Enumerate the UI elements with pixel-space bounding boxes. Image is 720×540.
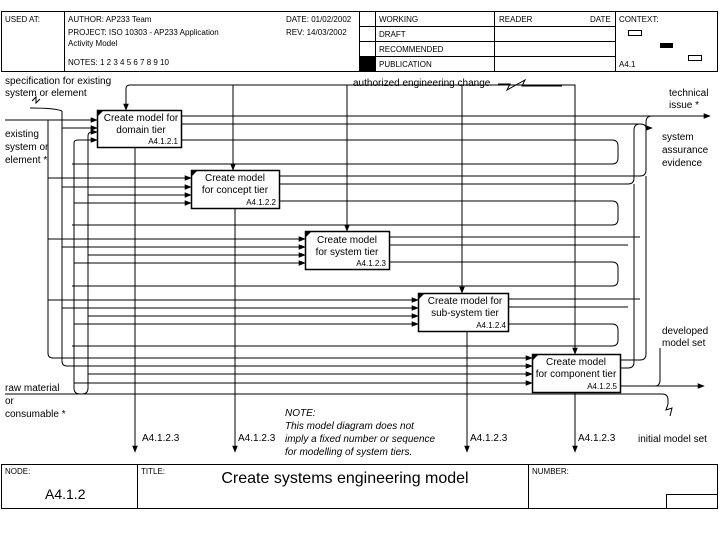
activity-domain-number: A4.1.2.1 [148, 137, 178, 146]
label-spec-2: system or element [5, 88, 87, 99]
diagram-title: Create systems engineering model [221, 470, 468, 487]
reader-label: READER [499, 15, 533, 24]
activity-concept-title-2: for concept tier [202, 185, 269, 196]
context-label: CONTEXT: [619, 15, 659, 24]
squiggle-marks [31, 78, 673, 417]
used-at-label: USED AT: [5, 15, 40, 24]
status-publication: PUBLICATION [379, 60, 432, 69]
activity-component-title-1: Create model [546, 357, 606, 368]
project-field-cont: Activity Model [68, 39, 118, 48]
footer-frame [1, 464, 718, 509]
activity-box-domain: Create model for domain tier A4.1.2.1 [96, 109, 183, 149]
label-engineering-change: authorized engineering change [353, 78, 491, 89]
arrow-engineering-change [130, 84, 578, 355]
label-technical-2: issue * [669, 100, 699, 111]
label-assurance-2: assurance [662, 145, 709, 156]
publication-status-marker [360, 57, 375, 71]
label-technical-1: technical [669, 88, 708, 99]
arrow-system-assurance [181, 123, 653, 131]
header-frame [1, 11, 718, 72]
label-existing-3: element * [5, 155, 47, 166]
note-line-1: This model diagram does not [285, 421, 415, 432]
author-field: AUTHOR: AP233 Team [68, 15, 152, 24]
label-assurance-1: system [662, 132, 694, 143]
label-assurance-3: evidence [662, 158, 702, 169]
activity-box-system: Create model for system tier A4.1.2.3 [304, 230, 391, 271]
notes-field: NOTES: 1 2 3 4 5 6 7 8 9 10 [68, 58, 170, 67]
context-node: A4.1 [619, 60, 636, 69]
status-recommended: RECOMMENDED [379, 45, 444, 54]
activity-box-concept: Create model for concept tier A4.1.2.2 [190, 169, 281, 210]
project-field: PROJECT: ISO 10303 - AP233 Application [68, 28, 219, 37]
rev-field: REV: 14/03/2002 [286, 28, 347, 37]
mechanism-label-3: A4.1.2.3 [470, 433, 508, 444]
activity-subsystem-number: A4.1.2.4 [476, 321, 506, 330]
arrow-existing-branch [47, 120, 533, 361]
mechanism-label-2: A4.1.2.3 [238, 433, 276, 444]
activity-component-title-2: for component tier [536, 369, 617, 380]
activity-concept-number: A4.1.2.2 [246, 198, 276, 207]
activity-subsystem-title-2: sub-system tier [431, 308, 499, 319]
label-existing-1: existing [5, 129, 39, 140]
label-spec-1: specification for existing [5, 76, 111, 87]
status-draft: DRAFT [379, 30, 406, 39]
activity-system-number: A4.1.2.3 [356, 259, 386, 268]
label-developed-2: model set [662, 338, 706, 349]
arrow-network [5, 84, 711, 453]
note-line-2: imply a fixed number or sequence [285, 434, 436, 445]
activity-domain-title-2: domain tier [116, 125, 166, 136]
note-title: NOTE: [285, 408, 316, 419]
node-label: NODE: [5, 467, 30, 476]
activity-box-subsystem: Create model for sub-system tier A4.1.2.… [417, 292, 510, 333]
activity-component-number: A4.1.2.5 [587, 382, 617, 391]
activity-domain-title-1: Create model for [104, 113, 179, 124]
activity-system-title-2: for system tier [316, 247, 379, 258]
label-initial-model-set: initial model set [638, 434, 707, 445]
node-value: A4.1.2 [45, 486, 86, 502]
mechanism-label-4: A4.1.2.3 [578, 433, 616, 444]
status-working: WORKING [379, 15, 418, 24]
activity-subsystem-title-1: Create model for [428, 296, 503, 307]
title-label: TITLE: [141, 467, 165, 476]
label-raw-1: raw material [5, 383, 59, 394]
note-line-3: for modelling of system tiers. [285, 447, 412, 458]
mechanism-label-1: A4.1.2.3 [142, 433, 180, 444]
date-field: DATE: 01/02/2002 [286, 15, 352, 24]
number-label: NUMBER: [532, 467, 569, 476]
label-existing-2: system or [5, 142, 49, 153]
label-raw-3: consumable * [5, 409, 66, 420]
arrow-spec-branch [61, 128, 533, 369]
label-raw-2: or [5, 396, 15, 407]
activity-box-component: Create model for component tier A4.1.2.5 [531, 353, 622, 394]
context-thumbnail [628, 30, 702, 61]
arrow-initial-model-set [661, 393, 669, 404]
label-developed-1: developed [662, 326, 708, 337]
activity-concept-title-1: Create model [205, 173, 265, 184]
reader-date-label: DATE [590, 15, 611, 24]
activity-system-title-1: Create model [317, 235, 377, 246]
